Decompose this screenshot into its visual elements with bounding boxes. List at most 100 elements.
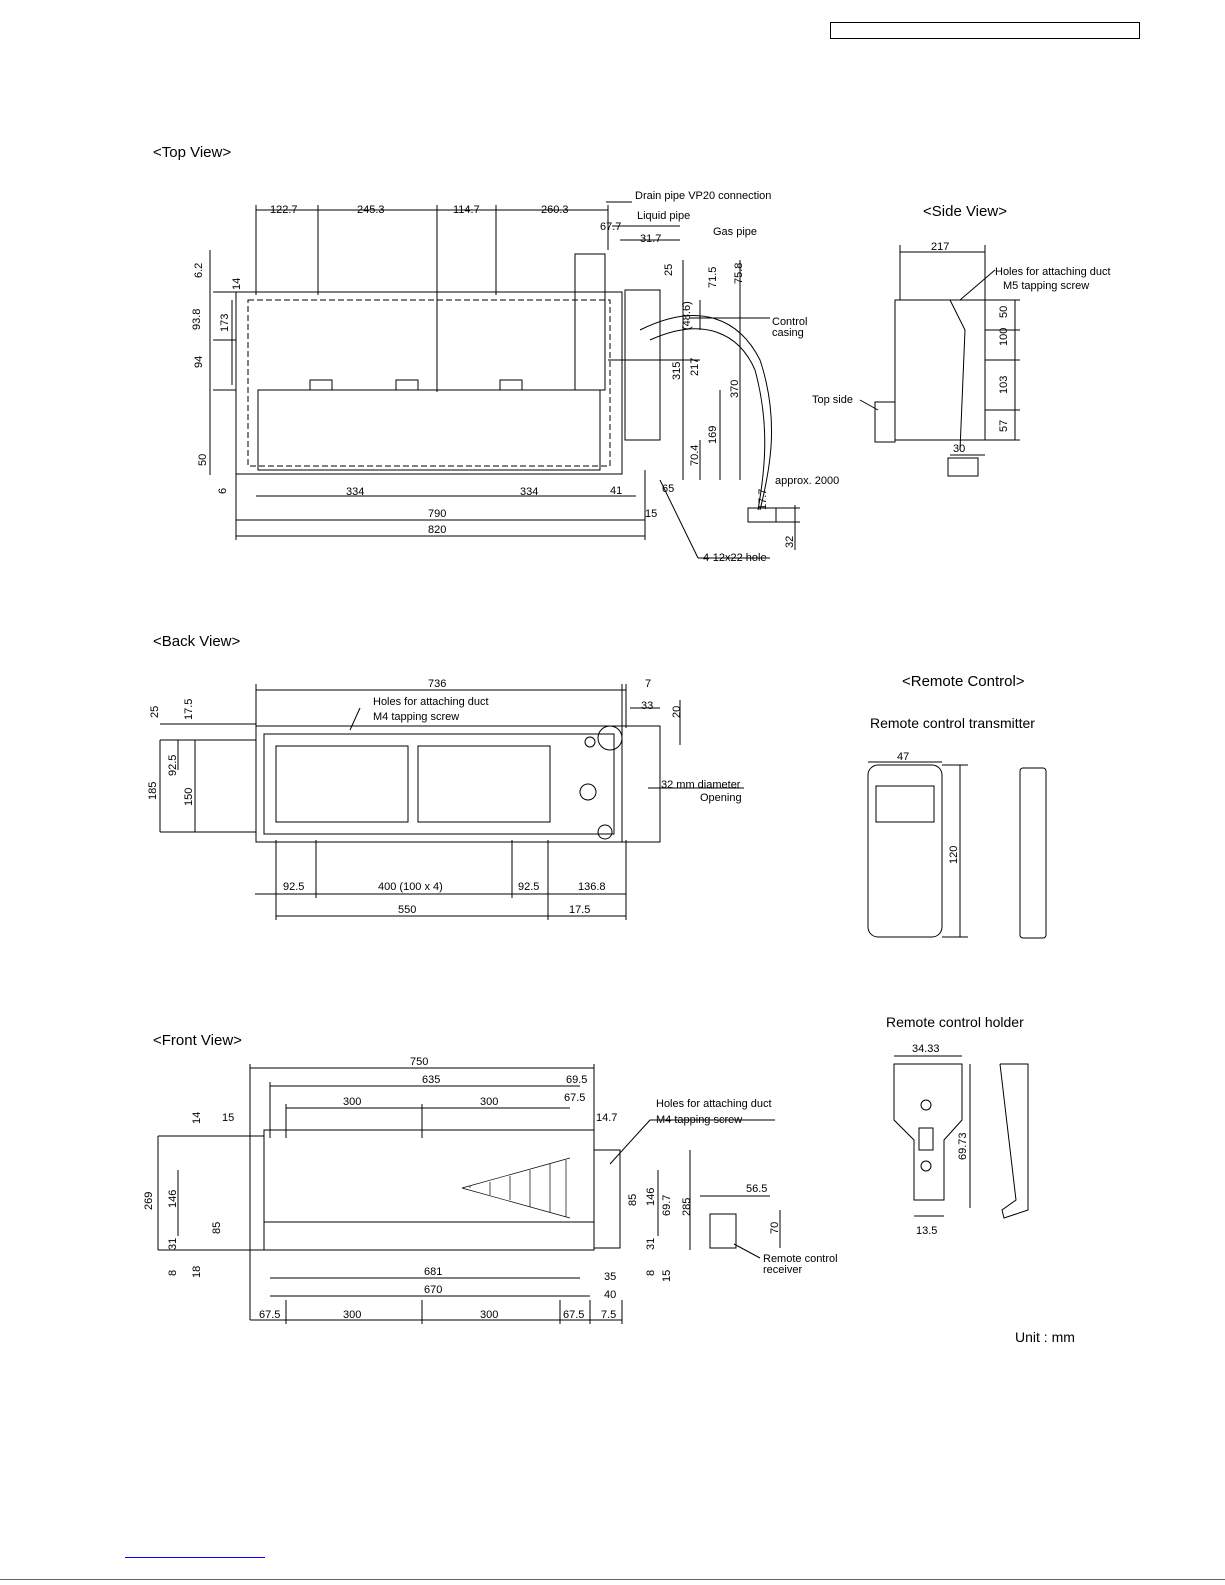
dim-front: 635	[422, 1074, 440, 1086]
dim-top: 370	[729, 380, 741, 398]
remote-holder-shape	[893, 1063, 963, 1201]
dim-back: 400 (100 x 4)	[378, 881, 443, 893]
dim-front: 750	[410, 1056, 428, 1068]
back-view-title: <Back View>	[153, 633, 241, 650]
dim-side: 50	[998, 306, 1010, 318]
remote-control-title: <Remote Control>	[902, 673, 1025, 690]
dim-top: 173	[219, 314, 231, 332]
dim-top: 245.3	[357, 204, 385, 216]
dim-top: 41	[610, 485, 622, 497]
label-approx: approx. 2000	[775, 475, 839, 487]
dim-side: 30	[953, 443, 965, 455]
front-view-title: <Front View>	[153, 1032, 242, 1049]
back-holes-2: M4 tapping screw	[373, 711, 459, 723]
dim-back: 92.5	[283, 881, 304, 893]
front-receiver-1: Remote control	[763, 1253, 838, 1265]
back-holes-1: Holes for attaching duct	[373, 696, 489, 708]
dim-top: 70.4	[689, 445, 701, 466]
dim-front: 681	[424, 1266, 442, 1278]
dim-top: 14	[231, 278, 243, 290]
remote-transmitter-shape	[867, 764, 943, 938]
dim-front: 285	[681, 1198, 693, 1216]
dim-front: 300	[480, 1309, 498, 1321]
dim-front: 40	[604, 1289, 616, 1301]
back-opening-2: Opening	[700, 792, 742, 804]
dim-back: 92.5	[518, 881, 539, 893]
dim-top: 17.7	[757, 489, 769, 510]
dim-front: 35	[604, 1271, 616, 1283]
label-gas-pipe: Gas pipe	[713, 226, 757, 238]
dim-top: 790	[428, 508, 446, 520]
top-view-body	[235, 291, 623, 475]
label-control-1: Control	[772, 316, 807, 328]
dim-front: 31	[167, 1238, 179, 1250]
dim-holder-height: 69.73	[957, 1132, 969, 1160]
dim-front: 31	[645, 1238, 657, 1250]
dim-top: 31.7	[640, 233, 661, 245]
dim-front: 146	[167, 1190, 179, 1208]
dim-top: 122.7	[270, 204, 298, 216]
dim-front: 8	[645, 1270, 657, 1276]
dim-front: 300	[343, 1309, 361, 1321]
dim-top: 169	[707, 426, 719, 444]
side-holes-2: M5 tapping screw	[1003, 280, 1089, 292]
front-holes-1: Holes for attaching duct	[656, 1098, 772, 1110]
dim-back: 92.5	[167, 755, 179, 776]
transmitter-title: Remote control transmitter	[870, 715, 1035, 731]
dim-top: 15	[645, 508, 657, 520]
top-view-title: <Top View>	[153, 144, 232, 161]
bottom-rule	[0, 1579, 1225, 1580]
side-view-body	[894, 299, 986, 441]
dim-front: 69.5	[566, 1074, 587, 1086]
dim-top: 67.7	[600, 221, 621, 233]
dim-back: 17.5	[569, 904, 590, 916]
dim-top: 334	[520, 486, 538, 498]
side-holes-1: Holes for attaching duct	[995, 266, 1111, 278]
dim-holder-base: 13.5	[916, 1225, 937, 1237]
front-holes-2: M4 tapping screw	[656, 1114, 742, 1126]
dim-top: 334	[346, 486, 364, 498]
dim-top: 32	[784, 536, 796, 548]
dim-top: 65	[662, 483, 674, 495]
dim-front: 8	[167, 1270, 179, 1276]
dim-front: 300	[480, 1096, 498, 1108]
holder-title: Remote control holder	[886, 1014, 1024, 1030]
dim-front: 269	[143, 1192, 155, 1210]
label-hole: 4-12x22 hole	[703, 552, 767, 564]
dim-back: 7	[645, 678, 651, 690]
dim-back: 20	[671, 706, 683, 718]
dim-top: 75.8	[733, 263, 745, 284]
back-view-body	[255, 725, 623, 843]
dim-back: 17.5	[183, 699, 195, 720]
footer-link-line[interactable]	[125, 1557, 265, 1558]
label-control-2: casing	[772, 327, 804, 339]
blower-ribs	[461, 1157, 571, 1219]
dim-front: 70	[769, 1222, 781, 1234]
dim-back: 185	[147, 782, 159, 800]
dim-holder-width: 34.33	[912, 1043, 940, 1055]
dim-top: 6	[217, 488, 229, 494]
dim-front: 300	[343, 1096, 361, 1108]
dim-top: 25	[663, 264, 675, 276]
dim-front: 15	[661, 1270, 673, 1282]
front-receiver-2: receiver	[763, 1264, 802, 1276]
dim-top: 50	[197, 454, 209, 466]
dim-front: 67.5	[563, 1309, 584, 1321]
dim-back: 136.8	[578, 881, 606, 893]
unit-label: Unit : mm	[1015, 1329, 1075, 1345]
back-opening-1: 32 mm diameter	[661, 779, 741, 791]
dim-front: 85	[211, 1222, 223, 1234]
dim-front: 18	[191, 1266, 203, 1278]
dim-side: 57	[998, 420, 1010, 432]
dim-remote-height: 120	[948, 846, 960, 864]
dim-back: 736	[428, 678, 446, 690]
dim-remote-width: 47	[897, 751, 909, 763]
dim-top: 71.5	[707, 267, 719, 288]
dim-top: 114.7	[453, 204, 480, 216]
dim-front: 146	[645, 1188, 657, 1206]
dim-back: 33	[641, 700, 653, 712]
dim-top: 217	[689, 358, 701, 376]
side-view-title: <Side View>	[923, 203, 1007, 220]
dim-top: 315	[671, 362, 683, 380]
